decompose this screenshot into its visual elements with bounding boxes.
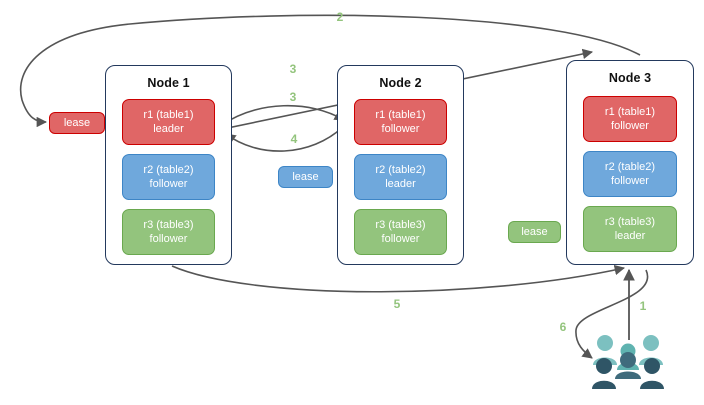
step-label-1: 1 [639, 299, 647, 313]
replica-name: r1 (table1) [375, 109, 426, 121]
step-label-4: 4 [290, 132, 298, 146]
replica-role: follower [381, 233, 420, 245]
step-label-3-upper: 3 [289, 62, 297, 76]
replica-name: r1 (table1) [604, 106, 656, 118]
lease-badge-blue[interactable]: lease [278, 166, 333, 188]
lease-badge-red[interactable]: lease [49, 112, 105, 134]
people-group-icon [592, 335, 664, 389]
lease-badge-green[interactable]: lease [508, 221, 561, 243]
replica-role: leader [614, 230, 646, 242]
step-label-2: 2 [336, 10, 344, 24]
replica-box[interactable]: r2 (table2) follower [583, 151, 677, 197]
node-card-1[interactable]: Node 1 r1 (table1) leader r2 (table2) fo… [105, 65, 232, 265]
replica-name: r2 (table2) [375, 164, 426, 176]
replica-name: r2 (table2) [143, 164, 194, 176]
step-label-3-lower: 3 [289, 90, 297, 104]
replica-role: follower [381, 123, 420, 135]
node-card-3[interactable]: Node 3 r1 (table1) follower r2 (table2) … [566, 60, 694, 265]
replica-box[interactable]: r1 (table1) follower [583, 96, 677, 142]
edge-3-lower-path [219, 104, 345, 127]
replica-box[interactable]: r1 (table1) follower [354, 99, 447, 145]
replica-box[interactable]: r3 (table3) follower [122, 209, 215, 255]
replica-role: follower [611, 175, 649, 187]
node-title: Node 2 [379, 76, 422, 90]
replica-name: r3 (table3) [143, 219, 194, 231]
replica-role: follower [149, 178, 188, 190]
replica-box[interactable]: r3 (table3) leader [583, 206, 677, 252]
node-card-2[interactable]: Node 2 r1 (table1) follower r2 (table2) … [337, 65, 464, 265]
replica-name: r3 (table3) [375, 219, 426, 231]
node-title: Node 3 [608, 71, 652, 85]
replica-role: leader [153, 123, 184, 135]
replica-role: follower [611, 120, 649, 132]
replica-box[interactable]: r1 (table1) leader [122, 99, 215, 145]
replica-box[interactable]: r2 (table2) leader [354, 154, 447, 200]
step-label-6: 6 [559, 320, 567, 334]
edge-5-path [171, 264, 626, 293]
node-title: Node 1 [147, 76, 190, 90]
replica-role: leader [385, 178, 416, 190]
replica-name: r1 (table1) [143, 109, 194, 121]
replica-name: r2 (table2) [604, 161, 656, 173]
replica-role: follower [149, 233, 188, 245]
replica-box[interactable]: r3 (table3) follower [354, 209, 447, 255]
replica-name: r3 (table3) [604, 216, 656, 228]
replica-box[interactable]: r2 (table2) follower [122, 154, 215, 200]
step-label-5: 5 [393, 297, 401, 311]
